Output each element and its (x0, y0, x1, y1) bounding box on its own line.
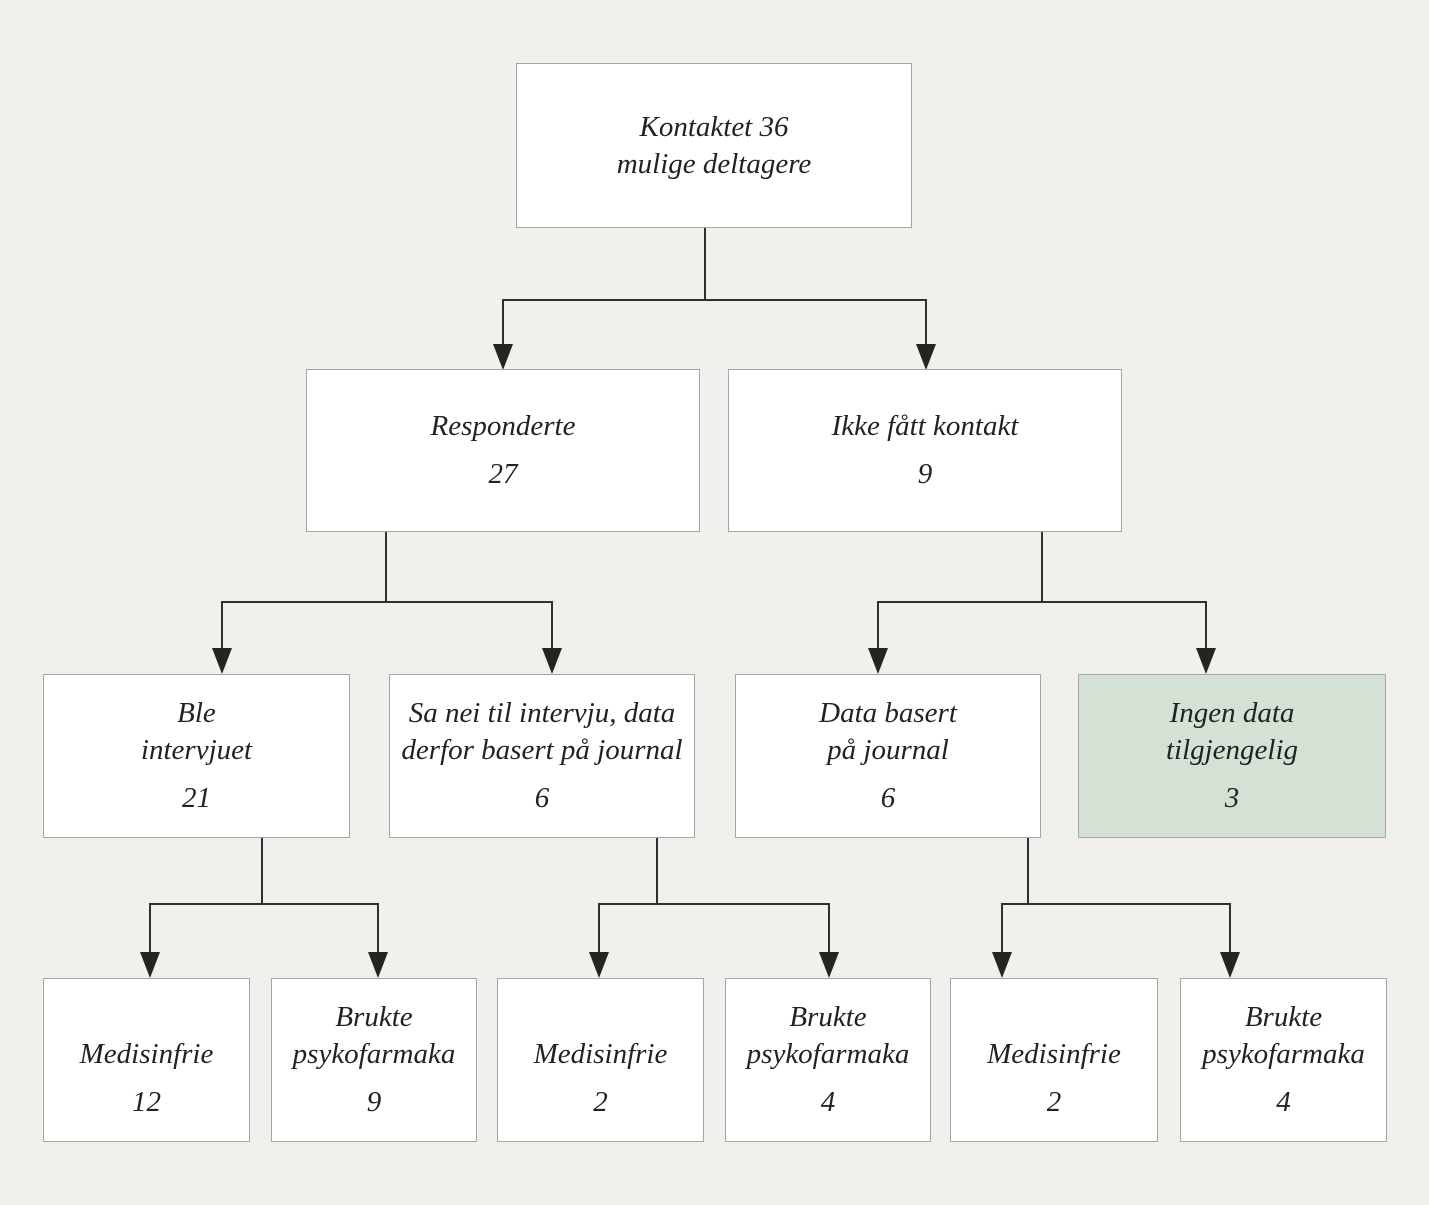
node-value: 6 (534, 782, 550, 814)
label-line: Medisinfrie (533, 1038, 668, 1070)
connector-ble-intervjuet-children (140, 838, 388, 978)
node-value: 4 (820, 1086, 836, 1118)
label-line: Medisinfrie (987, 1038, 1121, 1070)
label-line: Kontaktet 36 (639, 110, 789, 143)
node-sa-nei-til-intervju: Sa nei til intervju, data derfor basert … (389, 674, 695, 838)
node-label: Brukte psykofarmaka (747, 999, 910, 1073)
node-label: Sa nei til intervju, data derfor basert … (401, 695, 682, 769)
node-psykofarmaka-sa-nei: Brukte psykofarmaka 4 (725, 978, 931, 1142)
connector-responderte-children (212, 532, 562, 674)
node-medisinfrie-sa-nei: Medisinfrie 2 (497, 978, 704, 1142)
node-label: Data basert på journal (819, 695, 957, 769)
node-label: Brukte psykofarmaka (293, 999, 456, 1073)
label-line: på journal (827, 734, 949, 766)
node-value: 27 (488, 458, 518, 490)
connector-data-journal-children (992, 838, 1240, 978)
node-value: 2 (1046, 1086, 1062, 1118)
label-line: derfor basert på journal (401, 734, 683, 766)
node-ble-intervjuet: Ble intervjuet 21 (43, 674, 350, 838)
label-line: psykofarmaka (1202, 1038, 1365, 1070)
label-line: Medisinfrie (79, 1038, 214, 1070)
label-line: tilgjengelig (1165, 734, 1299, 766)
node-value: 4 (1276, 1086, 1291, 1118)
node-label: Kontaktet 36 mulige deltagere (617, 109, 812, 183)
node-label: Ikke fått kontakt (832, 408, 1019, 445)
label-line: Brukte (789, 1001, 867, 1033)
node-value: 12 (132, 1086, 161, 1118)
node-psykofarmaka-journal: Brukte psykofarmaka 4 (1180, 978, 1387, 1142)
node-label: Brukte psykofarmaka (1202, 999, 1365, 1073)
connector-ikke-kontakt-children (868, 532, 1216, 674)
connector-kontaktet-children (493, 228, 936, 370)
label-line: mulige deltagere (616, 147, 812, 180)
node-kontaktet: Kontaktet 36 mulige deltagere (516, 63, 912, 228)
node-label: Medisinfrie (80, 999, 214, 1073)
node-ingen-data-tilgjengelig: Ingen data tilgjengelig 3 (1078, 674, 1386, 838)
node-label: Medisinfrie (534, 999, 668, 1073)
label-line: Ble (177, 697, 216, 729)
node-psykofarmaka-intervjuet: Brukte psykofarmaka 9 (271, 978, 477, 1142)
label-line: Brukte (1244, 1001, 1323, 1033)
connector-sa-nei-children (589, 838, 839, 978)
node-value: 9 (917, 458, 933, 490)
node-label: Ingen data tilgjengelig (1166, 695, 1298, 769)
node-medisinfrie-intervjuet: Medisinfrie 12 (43, 978, 250, 1142)
node-responderte: Responderte 27 (306, 369, 700, 532)
label-line: Ikke fått kontakt (831, 410, 1019, 442)
node-value: 21 (182, 782, 211, 814)
label-line: Responderte (430, 410, 576, 442)
node-medisinfrie-journal: Medisinfrie 2 (950, 978, 1158, 1142)
node-data-basert-pa-journal: Data basert på journal 6 (735, 674, 1041, 838)
node-label: Medisinfrie (987, 999, 1121, 1073)
label-line: psykofarmaka (292, 1038, 456, 1070)
label-line: psykofarmaka (746, 1038, 910, 1070)
node-ikke-fatt-kontakt: Ikke fått kontakt 9 (728, 369, 1122, 532)
node-label: Responderte (431, 408, 576, 445)
label-line: Sa nei til intervju, data (408, 697, 676, 729)
node-value: 6 (880, 782, 896, 814)
label-line: Brukte (335, 1001, 413, 1033)
label-line: Ingen data (1169, 697, 1295, 729)
node-value: 2 (593, 1086, 608, 1118)
node-label: Ble intervjuet (141, 695, 252, 769)
label-line: intervjuet (140, 734, 253, 766)
node-value: 3 (1224, 782, 1240, 814)
label-line: Data basert (819, 697, 957, 729)
node-value: 9 (366, 1086, 382, 1118)
